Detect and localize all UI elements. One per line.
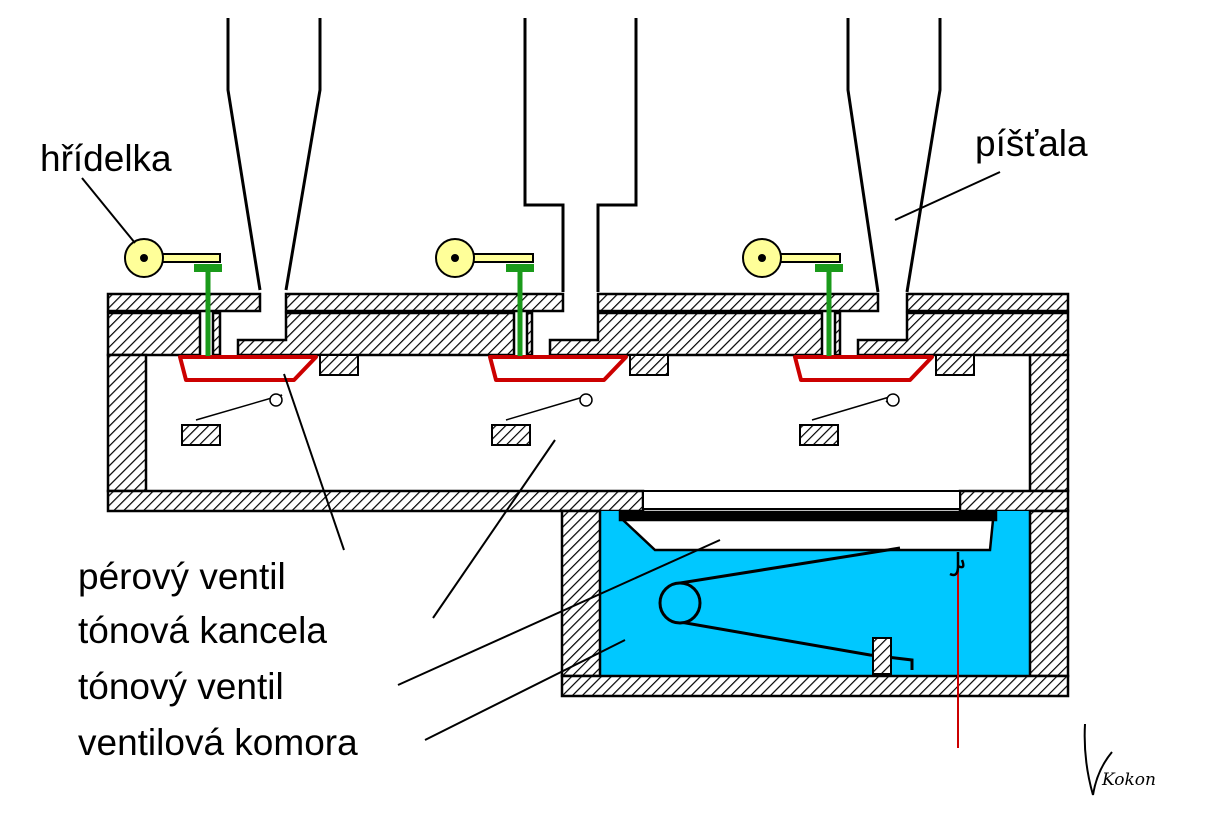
spring-pallets (178, 355, 934, 382)
pull-rod (949, 552, 965, 748)
valve-opening (642, 490, 961, 510)
pallet-springs (195, 393, 900, 421)
stop-blocks (181, 354, 975, 446)
leader-lines (81, 171, 1001, 741)
rollers (124, 238, 841, 278)
label-perovy-ventil: pérový ventil (78, 556, 286, 597)
pipe-left (226, 18, 322, 291)
toe-board (106, 311, 1070, 357)
tone-valve (618, 510, 998, 552)
stickers (194, 264, 843, 356)
label-pistala: píšťala (975, 123, 1088, 164)
label-ventilova-komora: ventilová komora (78, 722, 358, 763)
signature: Kokon (1102, 770, 1156, 790)
label-tonovy-ventil: tónový ventil (78, 666, 284, 707)
label-tonova-kancela: tónová kancela (78, 610, 327, 651)
pipe-middle (523, 18, 638, 292)
upper-board (106, 292, 1070, 313)
spring-block (872, 637, 892, 675)
pipe-right (846, 18, 942, 293)
valve-chamber-walls (560, 509, 1070, 698)
signature-mark (1083, 723, 1113, 796)
label-hridelka: hřídelka (40, 138, 172, 179)
valve-spring (658, 546, 914, 670)
